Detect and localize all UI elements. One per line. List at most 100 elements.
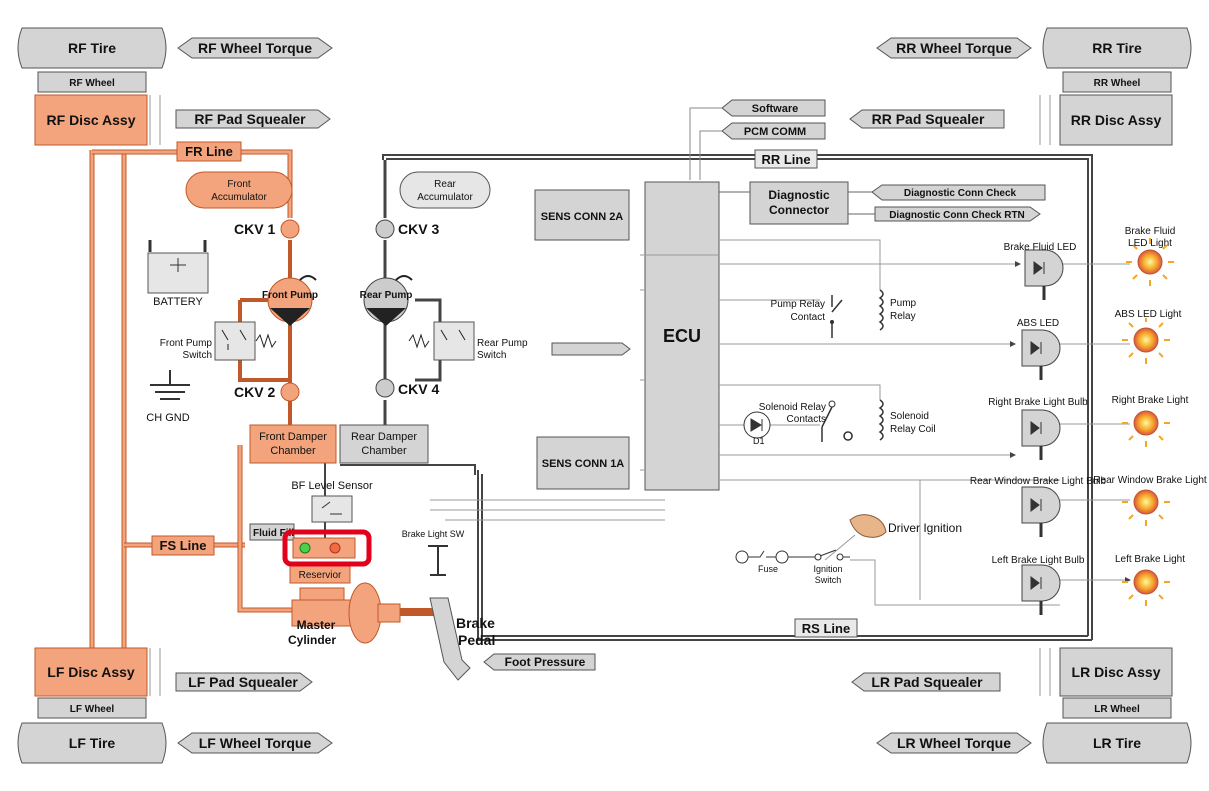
rear-window-brake-light: Rear Window Brake Light xyxy=(1093,475,1207,526)
svg-text:Fluid Fill: Fluid Fill xyxy=(253,528,294,539)
svg-text:Left Brake Light Bulb: Left Brake Light Bulb xyxy=(992,555,1085,566)
rr-line-label: RR Line xyxy=(754,149,818,169)
front-pump: Front Pump xyxy=(262,275,318,326)
svg-text:RR Tire: RR Tire xyxy=(1092,40,1142,56)
svg-text:Rear: Rear xyxy=(434,179,456,190)
svg-text:LR Wheel Torque: LR Wheel Torque xyxy=(897,735,1011,751)
svg-text:Accumulator: Accumulator xyxy=(211,192,267,203)
rr-disc-assy: RR Disc Assy xyxy=(1059,94,1173,146)
abs-led-driver: ABS LED xyxy=(1017,318,1061,380)
lr-wheel-torque: LR Wheel Torque xyxy=(876,732,1032,754)
svg-text:RR Wheel: RR Wheel xyxy=(1094,78,1141,89)
svg-text:Solenoid Relay: Solenoid Relay xyxy=(759,402,826,413)
lf-pad-squealer: LF Pad Squealer xyxy=(175,672,313,692)
rr-wheel-torque: RR Wheel Torque xyxy=(876,37,1032,59)
svg-text:Pump Relay: Pump Relay xyxy=(771,299,825,310)
svg-text:LR Tire: LR Tire xyxy=(1093,735,1141,751)
rear-damper-chamber: Rear Damper Chamber xyxy=(339,424,429,464)
rs-line-label: RS Line xyxy=(794,618,858,638)
ckv2-valve: CKV 2 xyxy=(234,382,300,402)
svg-text:ECU: ECU xyxy=(663,326,701,346)
svg-text:CKV 4: CKV 4 xyxy=(398,381,439,397)
svg-text:SENS CONN 1A: SENS CONN 1A xyxy=(542,458,625,470)
brake-fluid-led-light: Brake Fluid LED Light xyxy=(1125,226,1176,286)
svg-text:Rear Pump: Rear Pump xyxy=(477,338,528,349)
rr-pad-squealer: RR Pad Squealer xyxy=(849,109,1005,129)
svg-text:Fuse: Fuse xyxy=(758,564,778,574)
svg-text:Front: Front xyxy=(227,179,251,190)
svg-text:Diagnostic Conn Check: Diagnostic Conn Check xyxy=(904,188,1017,199)
svg-text:RR Pad Squealer: RR Pad Squealer xyxy=(872,111,985,127)
reservoir: Reservior xyxy=(289,537,356,584)
svg-text:Foot Pressure: Foot Pressure xyxy=(505,655,586,669)
svg-text:Front Pump: Front Pump xyxy=(160,338,213,349)
svg-text:ABS LED: ABS LED xyxy=(1017,318,1059,329)
svg-text:Brake Fluid: Brake Fluid xyxy=(1125,226,1176,237)
svg-text:Left Brake Light: Left Brake Light xyxy=(1115,554,1185,565)
pump-relay-coil: Pump Relay xyxy=(878,289,917,331)
sens-conn-1a: SENS CONN 1A xyxy=(536,436,630,490)
right-brake-light: Right Brake Light xyxy=(1112,395,1189,447)
master-cylinder: Master Cylinder xyxy=(288,582,434,647)
svg-text:Accumulator: Accumulator xyxy=(417,192,473,203)
svg-text:Rear Damper: Rear Damper xyxy=(351,431,417,443)
brake-light-switch: Brake Light SW xyxy=(402,529,465,576)
solenoid-relay-contacts: Solenoid Relay Contacts xyxy=(759,400,853,442)
lf-tire: LF Tire xyxy=(17,722,167,764)
rear-pump-switch: Rear Pump Switch xyxy=(408,321,528,361)
svg-text:Brake: Brake xyxy=(456,615,495,631)
left-brake-light-bulb-driver: Left Brake Light Bulb xyxy=(992,555,1085,615)
red-led-icon xyxy=(329,542,341,554)
svg-text:FS Line: FS Line xyxy=(160,538,207,553)
diag-conn-check-rtn-signal: Diagnostic Conn Check RTN xyxy=(874,206,1041,222)
diode-d1: D1 xyxy=(743,411,771,446)
svg-text:Brake Fluid LED: Brake Fluid LED xyxy=(1004,242,1077,253)
svg-text:BATTERY: BATTERY xyxy=(153,296,203,308)
lr-disc-assy: LR Disc Assy xyxy=(1059,647,1173,697)
svg-text:Right Brake Light: Right Brake Light xyxy=(1112,395,1189,406)
svg-text:Master: Master xyxy=(297,618,336,632)
rf-disc-assy: RF Disc Assy xyxy=(34,94,148,146)
abs-led-light: ABS LED Light xyxy=(1115,309,1182,364)
ignition-switch: Ignition Switch xyxy=(788,549,850,585)
rf-wheel: RF Wheel xyxy=(37,71,147,93)
brake-pedal: Brake Pedal xyxy=(429,597,495,681)
fluid-level-indicator-highlight[interactable] xyxy=(282,529,372,567)
rear-pump: Rear Pump xyxy=(360,275,413,326)
right-brake-light-bulb-driver: Right Brake Light Bulb xyxy=(988,397,1088,460)
svg-text:LR Wheel: LR Wheel xyxy=(1094,704,1140,715)
svg-text:Rear Window Brake Light Bulb: Rear Window Brake Light Bulb xyxy=(970,476,1107,487)
lr-wheel: LR Wheel xyxy=(1062,697,1172,719)
front-hydraulic-lines xyxy=(89,150,127,648)
svg-text:LF Pad Squealer: LF Pad Squealer xyxy=(188,674,298,690)
svg-text:Contact: Contact xyxy=(791,312,826,323)
svg-text:LF Disc Assy: LF Disc Assy xyxy=(47,664,135,680)
rear-accumulator: Rear Accumulator xyxy=(399,171,491,209)
svg-text:LF Wheel: LF Wheel xyxy=(70,704,115,715)
svg-text:FR Line: FR Line xyxy=(185,144,233,159)
diagnostic-connector: Diagnostic Connector xyxy=(719,181,875,225)
svg-text:Relay Coil: Relay Coil xyxy=(890,424,936,435)
foot-pressure-signal: Foot Pressure xyxy=(483,653,596,671)
svg-text:Diagnostic: Diagnostic xyxy=(768,188,830,202)
svg-text:Front Damper: Front Damper xyxy=(259,431,327,443)
svg-text:SENS CONN 2A: SENS CONN 2A xyxy=(541,211,624,223)
ckv4-valve: CKV 4 xyxy=(375,378,439,398)
svg-text:Rear Window Brake Light: Rear Window Brake Light xyxy=(1093,475,1207,486)
lf-disc-assy: LF Disc Assy xyxy=(34,647,148,697)
svg-text:RR Line: RR Line xyxy=(761,152,810,167)
rf-wheel-torque: RF Wheel Torque xyxy=(177,37,333,59)
svg-text:RR Wheel Torque: RR Wheel Torque xyxy=(896,40,1012,56)
rf-tire: RF Tire xyxy=(17,27,167,69)
brake-fluid-led-driver: Brake Fluid LED xyxy=(1004,242,1077,300)
fr-line-label: FR Line xyxy=(176,141,242,162)
svg-text:LR Pad Squealer: LR Pad Squealer xyxy=(871,674,983,690)
svg-text:LF Tire: LF Tire xyxy=(69,735,116,751)
svg-text:Driver Ignition: Driver Ignition xyxy=(888,521,962,535)
fuse: Fuse xyxy=(735,550,789,574)
sens-conn-2a: SENS CONN 2A xyxy=(534,189,630,241)
rear-window-brake-light-bulb-driver: Rear Window Brake Light Bulb xyxy=(970,476,1107,537)
lf-wheel: LF Wheel xyxy=(37,697,147,719)
front-pump-switch: Front Pump Switch xyxy=(160,321,277,361)
